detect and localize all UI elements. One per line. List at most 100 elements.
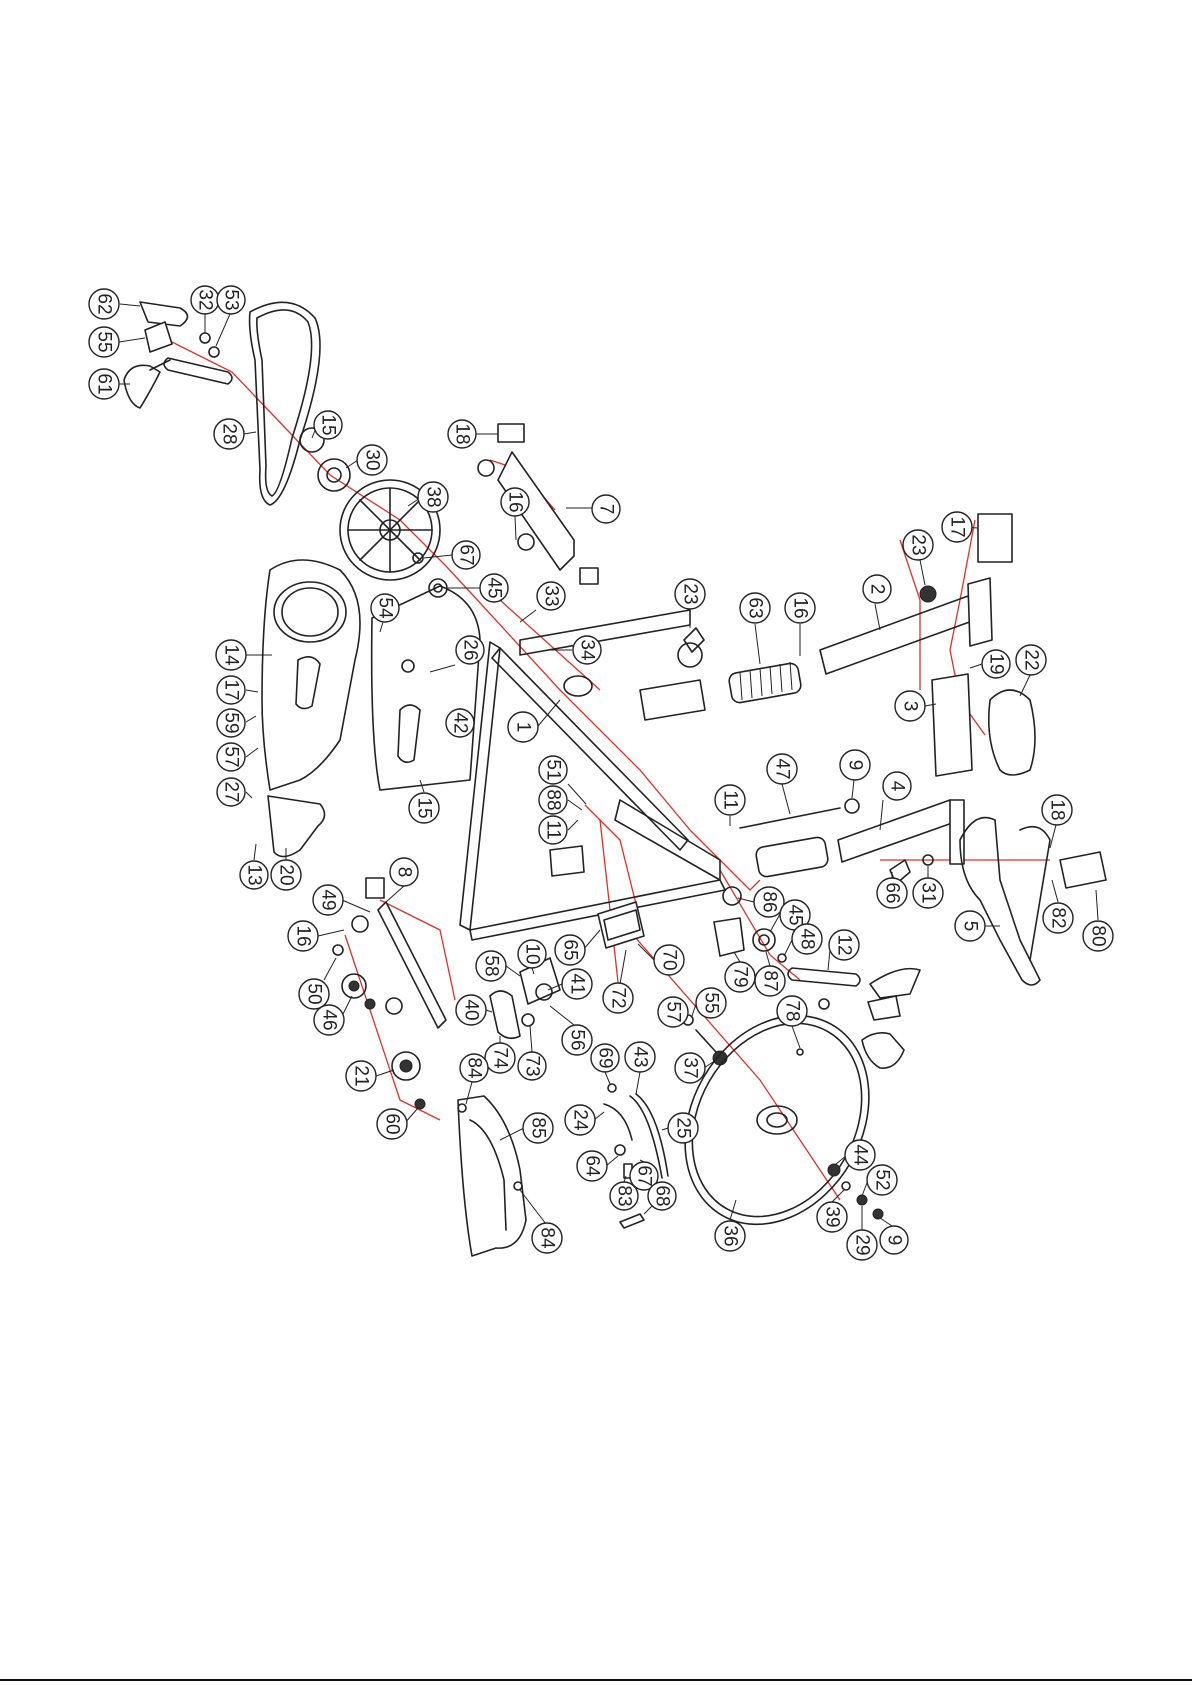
svg-text:72: 72 xyxy=(608,987,629,1008)
svg-text:3: 3 xyxy=(900,701,921,712)
svg-text:25: 25 xyxy=(673,1117,694,1138)
svg-text:40: 40 xyxy=(461,999,482,1020)
callout-42: 42 xyxy=(446,708,474,737)
svg-text:10: 10 xyxy=(522,943,543,964)
svg-text:49: 49 xyxy=(318,889,339,910)
svg-text:33: 33 xyxy=(541,585,562,606)
svg-text:60: 60 xyxy=(382,1113,403,1134)
callout-57a: 57 xyxy=(217,743,258,771)
svg-text:62: 62 xyxy=(94,293,115,314)
svg-text:67: 67 xyxy=(456,544,477,565)
svg-text:17: 17 xyxy=(947,516,968,537)
callout-88a: 88 xyxy=(539,786,582,814)
svg-text:42: 42 xyxy=(450,712,471,733)
svg-text:58: 58 xyxy=(481,955,502,976)
svg-text:15: 15 xyxy=(318,414,339,435)
callout-25: 25 xyxy=(662,1113,698,1143)
callout-13: 13 xyxy=(240,844,268,889)
svg-text:37: 37 xyxy=(680,1057,701,1078)
callout-49: 49 xyxy=(313,885,370,915)
svg-text:85: 85 xyxy=(528,1117,549,1138)
svg-text:38: 38 xyxy=(423,486,444,507)
svg-text:23: 23 xyxy=(908,534,929,555)
svg-text:21: 21 xyxy=(351,1065,372,1086)
svg-text:31: 31 xyxy=(918,882,939,903)
callout-55b: 55 xyxy=(692,988,726,1018)
svg-text:11: 11 xyxy=(720,790,741,810)
svg-text:55: 55 xyxy=(701,992,722,1013)
svg-text:20: 20 xyxy=(276,864,297,885)
svg-text:67: 67 xyxy=(634,1165,655,1186)
callout-80: 80 xyxy=(1083,890,1113,951)
svg-text:11: 11 xyxy=(543,820,564,840)
callout-10a: 10 xyxy=(518,940,546,974)
callout-8a: 8 xyxy=(386,858,418,902)
svg-text:68: 68 xyxy=(652,1185,673,1206)
svg-text:18: 18 xyxy=(452,423,473,444)
svg-text:70: 70 xyxy=(659,949,680,970)
callout-9a: 9 xyxy=(840,750,870,798)
svg-text:48: 48 xyxy=(797,928,818,949)
svg-text:65: 65 xyxy=(560,939,581,960)
callouts: 62 32 53 55 61 28 15 30 38 18 16 7 17 23… xyxy=(89,286,1113,1260)
svg-text:55: 55 xyxy=(94,331,115,352)
svg-text:45: 45 xyxy=(785,904,806,925)
callout-52: 52 xyxy=(862,1165,897,1196)
svg-text:15: 15 xyxy=(414,797,435,818)
callout-43: 43 xyxy=(625,1042,655,1094)
svg-text:54: 54 xyxy=(375,597,396,619)
svg-text:73: 73 xyxy=(522,1055,543,1076)
svg-text:16: 16 xyxy=(505,491,526,512)
svg-text:32: 32 xyxy=(195,289,216,310)
svg-text:18: 18 xyxy=(1047,799,1068,820)
callout-23a: 23 xyxy=(903,530,933,585)
svg-text:17: 17 xyxy=(221,679,242,700)
svg-text:53: 53 xyxy=(221,289,242,310)
svg-text:45: 45 xyxy=(484,577,505,598)
svg-text:78: 78 xyxy=(782,1000,803,1021)
svg-text:39: 39 xyxy=(822,1206,843,1227)
svg-text:61: 61 xyxy=(94,373,115,394)
svg-text:50: 50 xyxy=(304,983,325,1004)
callout-33: 33 xyxy=(520,582,565,622)
svg-text:12: 12 xyxy=(834,934,855,955)
callout-54: 54 xyxy=(371,594,399,632)
callout-1: 1 xyxy=(508,700,560,742)
callout-61: 61 xyxy=(89,369,130,399)
callout-3: 3 xyxy=(895,691,936,721)
callout-27: 27 xyxy=(217,778,252,806)
svg-text:1: 1 xyxy=(513,722,534,733)
callout-73: 73 xyxy=(518,1026,546,1080)
svg-text:30: 30 xyxy=(362,449,383,470)
callout-4: 4 xyxy=(880,772,911,830)
callout-56: 56 xyxy=(550,1006,592,1055)
callout-63: 63 xyxy=(740,593,770,664)
svg-text:86: 86 xyxy=(759,891,780,912)
callout-17a: 17 xyxy=(942,512,978,542)
callout-11b: 11 xyxy=(715,785,745,826)
callout-74: 74 xyxy=(485,1036,515,1073)
callout-18a: 18 xyxy=(448,420,498,448)
svg-text:46: 46 xyxy=(319,1009,340,1030)
page-bottom-rule xyxy=(0,1679,1192,1681)
callout-12: 12 xyxy=(828,930,859,970)
svg-text:59: 59 xyxy=(221,712,242,733)
svg-text:69: 69 xyxy=(595,1047,616,1068)
callout-55: 55 xyxy=(89,327,145,357)
callout-62: 62 xyxy=(89,289,140,319)
callout-2: 2 xyxy=(863,575,891,630)
svg-text:43: 43 xyxy=(630,1046,651,1067)
svg-text:56: 56 xyxy=(567,1029,588,1050)
callout-39: 39 xyxy=(817,1190,847,1232)
svg-text:26: 26 xyxy=(460,639,481,660)
callout-22: 22 xyxy=(1016,645,1046,696)
svg-text:57: 57 xyxy=(663,1001,684,1022)
callout-31: 31 xyxy=(913,866,943,908)
svg-text:82: 82 xyxy=(1048,907,1069,928)
svg-text:23: 23 xyxy=(680,583,701,604)
svg-text:4: 4 xyxy=(887,781,908,792)
callout-78: 78 xyxy=(777,996,807,1048)
callout-24: 24 xyxy=(565,1105,604,1135)
svg-text:64: 64 xyxy=(582,1155,603,1177)
